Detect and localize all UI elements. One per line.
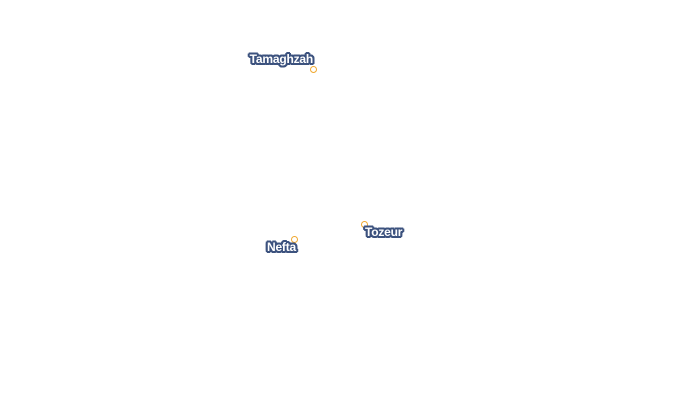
location-dot-icon[interactable]: [290, 235, 298, 243]
city-label-tozeur: Tozeur: [365, 225, 403, 239]
location-dot-icon[interactable]: [360, 220, 368, 228]
city-label-tamaghzah: Tamaghzah: [249, 52, 314, 66]
location-dot-icon[interactable]: [309, 65, 317, 73]
city-label-nefta: Nefta: [266, 240, 296, 254]
